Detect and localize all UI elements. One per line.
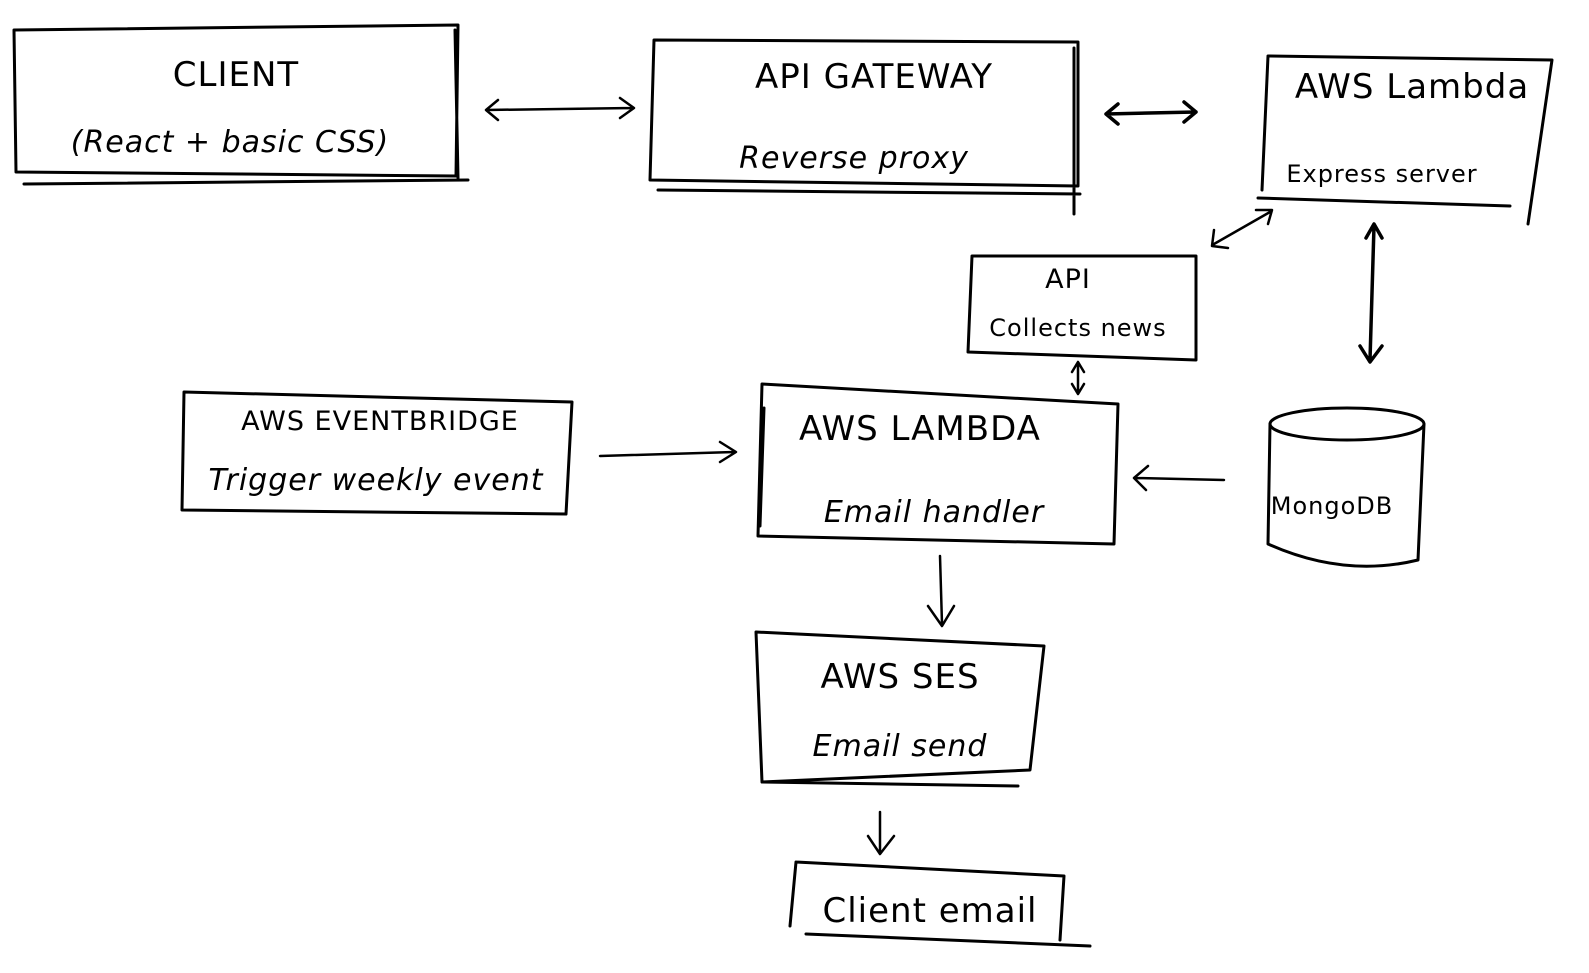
node-lambda-email: AWS LAMBDA Email handler <box>756 382 1120 546</box>
ses-title: AWS SES <box>820 657 979 697</box>
arrow-client-api-gateway <box>484 96 636 122</box>
arrow-lambda-express-news-api <box>1210 208 1274 250</box>
arrow-api-gateway-lambda-express <box>1104 100 1198 126</box>
node-lambda-express: AWS Lambda Express server <box>1256 54 1554 226</box>
eventbridge-title: AWS EVENTBRIDGE <box>241 406 519 437</box>
eventbridge-box <box>180 390 574 516</box>
eventbridge-subtitle: Trigger weekly event <box>209 463 544 498</box>
lambda-express-subtitle: Express server <box>1286 160 1477 188</box>
news-api-box <box>966 254 1198 362</box>
lambda-express-box <box>1256 54 1554 226</box>
node-client: CLIENT (React + basic CSS) <box>12 23 470 186</box>
node-news-api: API Collects news <box>966 254 1198 362</box>
news-api-subtitle: Collects news <box>989 314 1166 342</box>
node-ses: AWS SES Email send <box>754 630 1046 788</box>
arrow-lambda-email-ses <box>926 554 956 628</box>
lambda-email-box <box>756 382 1120 546</box>
client-box <box>12 23 470 186</box>
node-eventbridge: AWS EVENTBRIDGE Trigger weekly event <box>180 390 574 516</box>
arrow-eventbridge-lambda-email <box>598 440 738 464</box>
lambda-express-title: AWS Lambda <box>1295 67 1529 107</box>
api-gateway-subtitle: Reverse proxy <box>739 141 969 176</box>
arrow-news-api-lambda-email <box>1070 360 1086 396</box>
mongodb-top <box>1268 406 1426 442</box>
ses-box <box>754 630 1046 788</box>
news-api-title: API <box>1045 264 1091 295</box>
mongodb-title: MongoDB <box>1271 492 1393 520</box>
node-mongodb: MongoDB <box>1266 406 1426 568</box>
client-email-title: Client email <box>822 891 1037 931</box>
arrow-mongodb-lambda-email <box>1132 464 1226 492</box>
lambda-email-title: AWS LAMBDA <box>799 409 1041 449</box>
api-gateway-box <box>648 38 1082 216</box>
client-subtitle: (React + basic CSS) <box>71 125 390 160</box>
arrow-lambda-express-mongodb <box>1358 222 1384 364</box>
ses-subtitle: Email send <box>813 729 988 764</box>
node-client-email: Client email <box>788 860 1092 948</box>
node-api-gateway: API GATEWAY Reverse proxy <box>648 38 1082 216</box>
mongodb-body <box>1266 422 1426 568</box>
client-title: CLIENT <box>173 55 299 95</box>
lambda-email-subtitle: Email handler <box>824 495 1045 530</box>
connectors <box>484 96 1384 856</box>
client-email-box <box>788 860 1092 948</box>
api-gateway-title: API GATEWAY <box>755 57 993 97</box>
arrow-ses-client-email <box>866 810 896 856</box>
